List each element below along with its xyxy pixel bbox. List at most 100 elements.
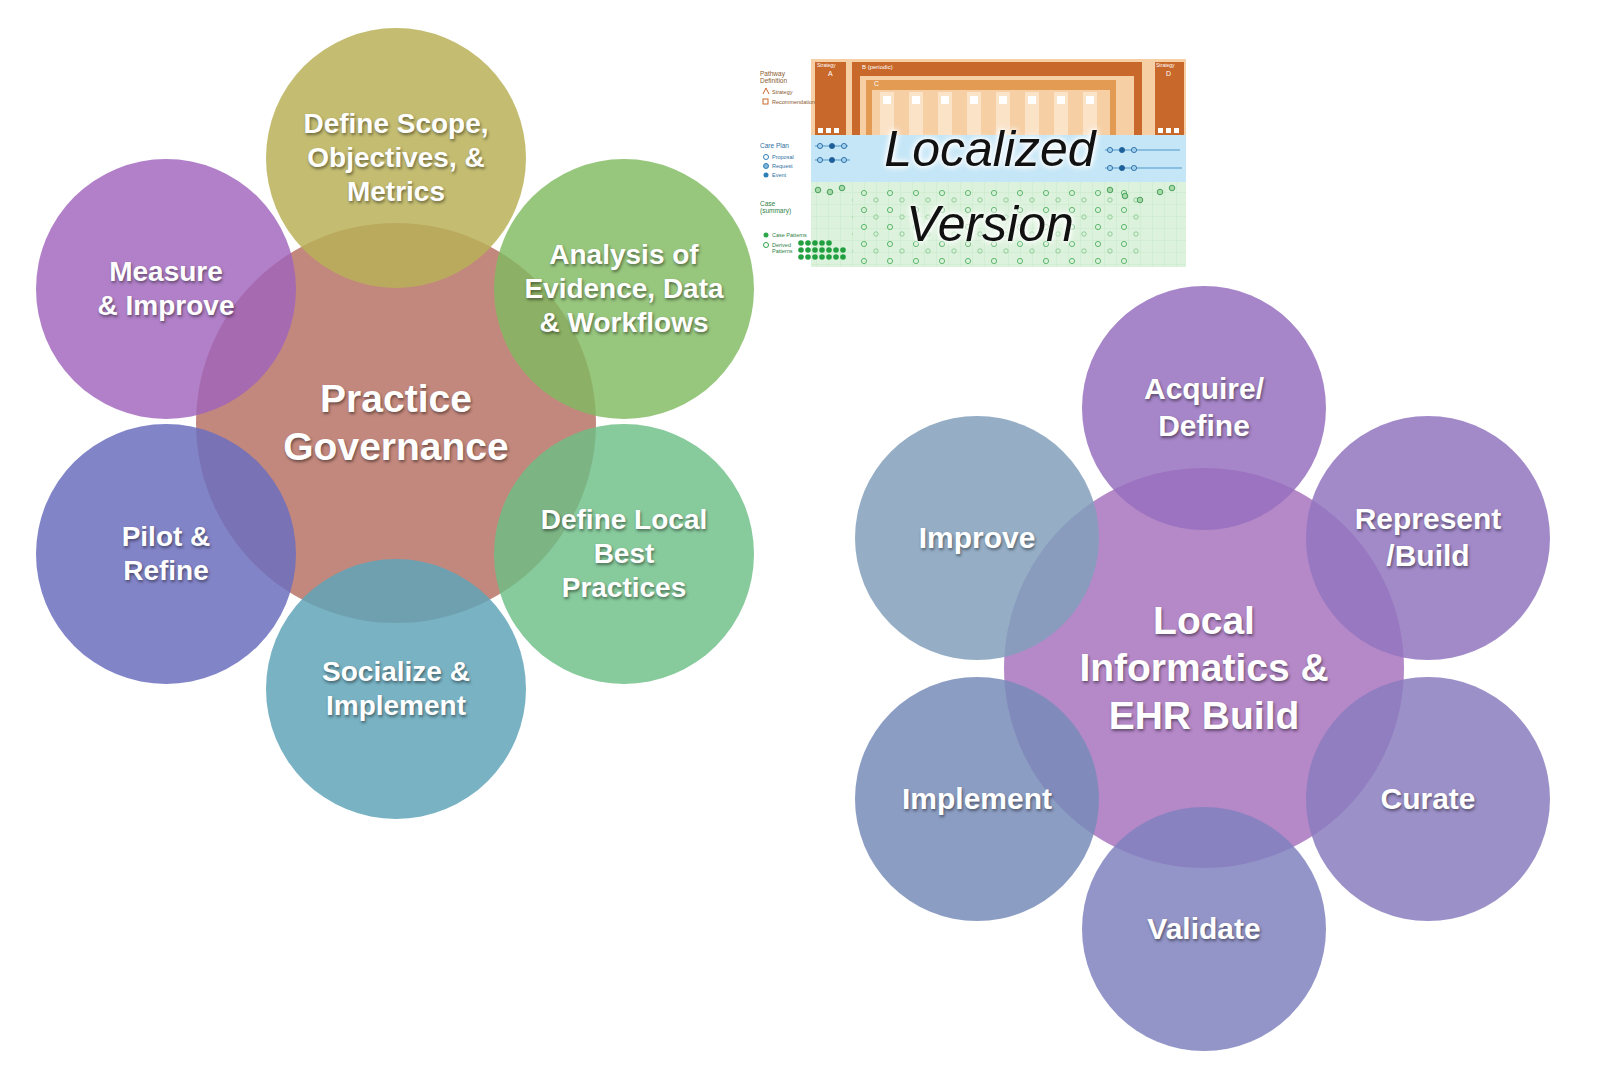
- step-label: Measure & Improve: [96, 255, 236, 323]
- circle-fill: [266, 28, 526, 288]
- bar-letter: A: [828, 70, 838, 78]
- case-dot: [812, 247, 818, 253]
- case-dot: [1157, 189, 1163, 195]
- recommendation-frame: [866, 80, 872, 135]
- bar-letter: C: [874, 80, 886, 88]
- case-dot: [805, 254, 811, 260]
- case-dot: [1107, 187, 1113, 193]
- circle-fill: [494, 159, 754, 419]
- case-pattern-icon: [764, 233, 769, 238]
- step-circle: Define Scope, Objectives, & Metrics: [266, 28, 526, 288]
- strategy-square: [1174, 128, 1179, 133]
- step-label: Define Local Best Practices: [537, 503, 712, 605]
- recommendation-square: [883, 96, 891, 104]
- circle-fill: [1306, 677, 1550, 921]
- case-dot: [1122, 193, 1128, 199]
- step-circle: Improve: [855, 416, 1099, 660]
- case-dot: [798, 254, 804, 260]
- legend-item: Request: [772, 163, 812, 169]
- overlay-title: Localized Version: [835, 112, 1145, 262]
- legend-heading: Pathway Definition: [760, 70, 808, 84]
- circle-outline: [1082, 286, 1326, 530]
- care-plan-line: [1105, 168, 1182, 169]
- case-dot: [827, 189, 833, 195]
- bar-label: Strategy: [817, 63, 847, 69]
- care-plan-dot: [1119, 165, 1124, 170]
- case-dot: [812, 254, 818, 260]
- case-dot: [839, 185, 845, 191]
- step-label: Pilot & Refine: [114, 520, 219, 588]
- step-circle: Define Local Best Practices: [494, 424, 754, 684]
- circle-fill: [1306, 416, 1550, 660]
- care-plan-dot: [1131, 147, 1136, 152]
- strategy-frame: [852, 62, 1142, 76]
- case-dot: [815, 187, 821, 193]
- case-dot: [1137, 197, 1143, 203]
- case-dot: [812, 240, 818, 246]
- case-dot: [1169, 185, 1175, 191]
- step-label: Improve: [877, 520, 1077, 557]
- step-label: Curate: [1333, 781, 1523, 818]
- strategy-frame: [852, 62, 860, 135]
- circle-fill: [494, 424, 754, 684]
- hub-label: Local Informatics & EHR Build: [1044, 597, 1364, 740]
- circle-fill: [1082, 286, 1326, 530]
- legend-item: Strategy: [772, 89, 812, 95]
- care-plan-dot: [817, 157, 822, 162]
- step-circle: Implement: [855, 677, 1099, 921]
- step-label: Acquire/ Define: [1119, 371, 1289, 444]
- legend-item: Recommendation: [772, 99, 812, 105]
- circle-fill: [36, 424, 296, 684]
- circle-outline: [1306, 416, 1550, 660]
- strategy-square: [826, 128, 831, 133]
- step-label: Represent /Build: [1333, 501, 1523, 574]
- step-label: Define Scope, Objectives, & Metrics: [301, 107, 491, 209]
- recommendation-frame: [866, 80, 1116, 90]
- circle-fill: [855, 416, 1099, 660]
- case-dot: [819, 240, 825, 246]
- legend-item: Case Patterns: [772, 232, 812, 238]
- legend-item: Proposal: [772, 154, 812, 160]
- strategy-square: [1166, 128, 1171, 133]
- strategy-icon: [763, 88, 769, 94]
- care-plan-dot: [841, 143, 846, 148]
- legend-heading: Care Plan: [760, 142, 808, 149]
- strategy-square: [818, 128, 823, 133]
- strategy-bar: [1155, 62, 1184, 135]
- recommendation-square: [912, 96, 920, 104]
- bar-letter: D: [1166, 70, 1176, 78]
- circle-fill: [266, 559, 526, 819]
- recommendation-square: [970, 96, 978, 104]
- step-circle: Analysis of Evidence, Data & Workflows: [494, 159, 754, 419]
- legend-item: Derived Patterns: [772, 242, 812, 254]
- case-dot: [826, 247, 832, 253]
- strategy-bar: [815, 62, 846, 135]
- bar-label: Strategy: [1156, 63, 1186, 69]
- bar-label: B (periodic): [862, 64, 922, 71]
- step-circle: Acquire/ Define: [1082, 286, 1326, 530]
- circle-outline: [36, 424, 296, 684]
- circle-fill: [36, 159, 296, 419]
- case-dot: [826, 240, 832, 246]
- case-dot: [819, 247, 825, 253]
- hub-label: Practice Governance: [261, 375, 531, 470]
- step-circle: Validate: [1082, 807, 1326, 1051]
- case-dot: [833, 254, 839, 260]
- case-dot: [819, 254, 825, 260]
- step-label: Implement: [877, 781, 1077, 818]
- strategy-frame: [1134, 62, 1142, 135]
- step-circle: Represent /Build: [1306, 416, 1550, 660]
- care-plan-dot: [1107, 165, 1112, 170]
- circle-fill: [855, 677, 1099, 921]
- request-icon: [764, 164, 769, 169]
- care-plan-dot: [829, 143, 834, 148]
- case-dot: [840, 247, 846, 253]
- care-plan-dot: [817, 143, 822, 148]
- case-dot: [826, 254, 832, 260]
- case-dot: [798, 240, 804, 246]
- step-circle: Measure & Improve: [36, 159, 296, 419]
- recommendation-square: [999, 96, 1007, 104]
- case-dot: [805, 247, 811, 253]
- recommendation-square: [1057, 96, 1065, 104]
- step-label: Validate: [1109, 911, 1299, 948]
